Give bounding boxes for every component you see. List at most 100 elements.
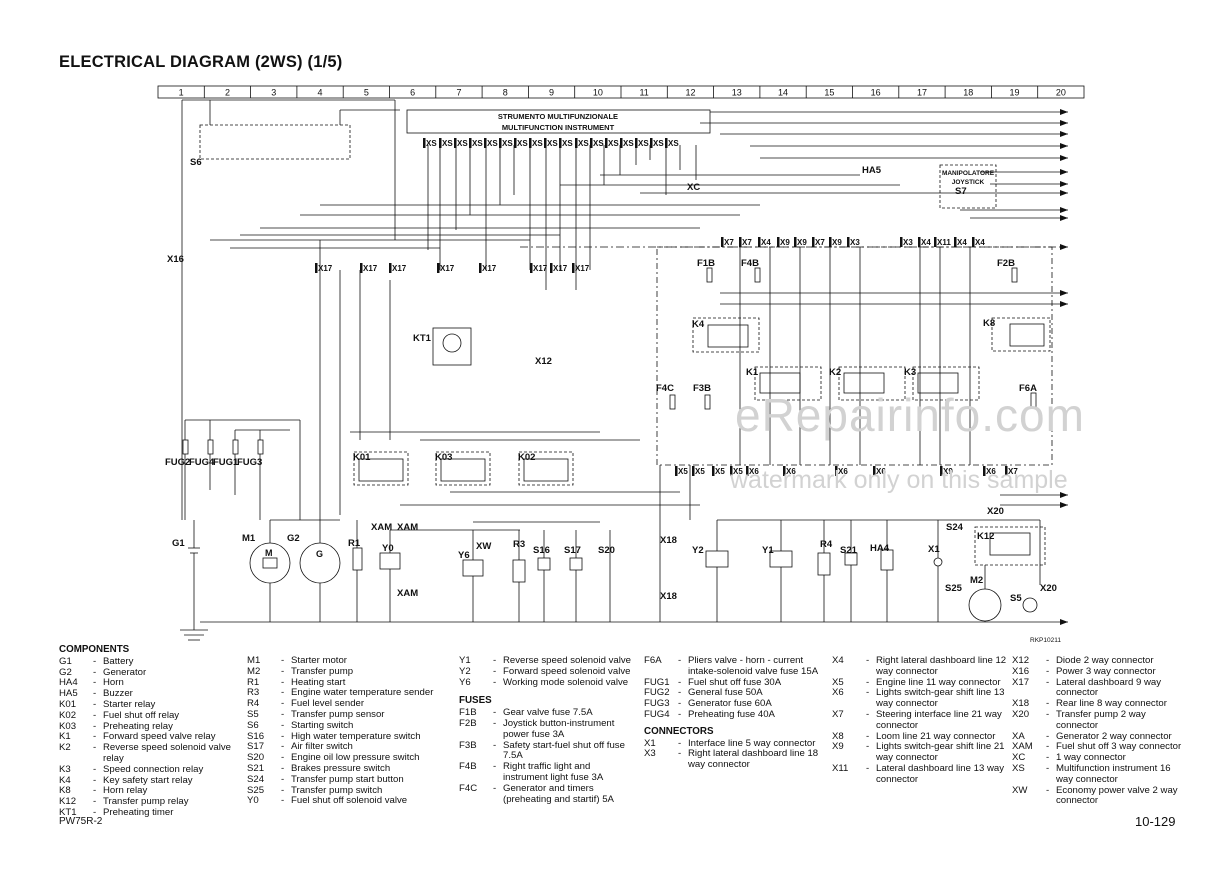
- xs-connector-label-pin: [499, 138, 502, 148]
- legend-dash: -: [493, 665, 497, 677]
- legend-item: S6-Starting switch: [247, 720, 453, 732]
- legend-item: Y1-Reverse speed solenoid valve: [459, 655, 637, 667]
- x5-connector-label-pin: [835, 466, 838, 476]
- column-number: 5: [364, 88, 369, 98]
- x7-connector-label-pin: [972, 237, 975, 247]
- x7-connector-label: X4: [975, 238, 985, 247]
- legend-dash: -: [93, 720, 97, 732]
- legend-item: X8-Loom line 21 way connector: [832, 731, 1008, 743]
- legend-dash: -: [866, 708, 870, 720]
- legend-dash: -: [493, 655, 497, 666]
- legend-list-5: X4-Right lateral dashboard line 12 way c…: [832, 655, 1008, 786]
- watermark-main: eRepairinfo.com: [735, 389, 1085, 441]
- legend-code: K2: [59, 742, 71, 754]
- legend-dash: -: [866, 655, 870, 666]
- x17-connector-label-pin: [389, 263, 392, 273]
- legend-code: FUG2: [644, 687, 670, 699]
- legend-dash: -: [1046, 676, 1050, 688]
- x5-connector-label-pin: [983, 466, 986, 476]
- legend-dash: -: [281, 687, 285, 699]
- legend-desc: Fuel level sender: [291, 698, 365, 710]
- legend-code: K8: [59, 785, 71, 797]
- legend-code: X5: [832, 676, 844, 688]
- legend-desc: Forward speed solenoid valve: [503, 665, 631, 677]
- legend-item: F6A-Pliers valve - horn - current intake…: [644, 655, 829, 678]
- legend-column-4: F6A-Pliers valve - horn - current intake…: [644, 655, 829, 771]
- label-s21: S21: [840, 545, 858, 556]
- legend-desc: Safety start-fuel shut off fuse 7.5A: [503, 739, 625, 762]
- x17-connector-label: X17: [533, 264, 548, 273]
- x17-connector-label-pin: [479, 263, 482, 273]
- xs-connector-label: XS: [562, 139, 573, 148]
- label-motor-m: M: [265, 548, 273, 558]
- legend-code: F3B: [459, 739, 477, 751]
- legend-desc: General fuse 50A: [688, 687, 763, 699]
- column-number: 18: [963, 88, 973, 98]
- legend-item: K1-Forward speed valve relay: [59, 732, 244, 743]
- legend-item: M1-Starter motor: [247, 655, 453, 667]
- legend-code: X16: [1012, 665, 1030, 677]
- legend-code: Y6: [459, 676, 471, 688]
- xs-connector-label: XS: [532, 139, 543, 148]
- x17-connector-label-pin: [437, 263, 440, 273]
- label-gen-g: G: [316, 549, 323, 559]
- legend-code: Y1: [459, 655, 471, 666]
- label-f4c: F4C: [656, 383, 674, 394]
- legend-item: R4-Fuel level sender: [247, 698, 453, 710]
- legend-code: G2: [59, 666, 72, 678]
- legend-code: S20: [247, 752, 265, 764]
- legend-dash: -: [281, 773, 285, 785]
- legend-item: X16-Power 3 way connector: [1012, 665, 1182, 678]
- x7-connector-label: X4: [957, 238, 967, 247]
- legend-desc: Right lateral dashboard line 18 way conn…: [688, 748, 819, 771]
- legend-code: F6A: [644, 655, 662, 666]
- x5-connector-label-pin: [675, 466, 678, 476]
- x7-connector-label: X9: [832, 238, 842, 247]
- xs-connector-label-pin: [575, 138, 578, 148]
- drawing-code: RKP10211: [1030, 637, 1061, 644]
- label-x16: X16: [167, 254, 184, 265]
- instrument-line2: MULTIFUNCTION INSTRUMENT: [502, 123, 615, 132]
- legend-desc: Heating start: [291, 676, 346, 688]
- legend-item: M2-Transfer pump: [247, 666, 453, 678]
- label-s16: S16: [533, 545, 550, 556]
- x17-connector-label: X17: [482, 264, 497, 273]
- legend-item: K03-Preheating relay: [59, 720, 244, 733]
- label-xw: XW: [476, 541, 491, 552]
- label-y1: Y1: [762, 545, 774, 556]
- label-s25: S25: [945, 583, 963, 594]
- xs-connector-label: XS: [668, 139, 679, 148]
- x17-connector-label-pin: [360, 263, 363, 273]
- legend-dash: -: [93, 666, 97, 678]
- label-y2: Y2: [692, 545, 704, 556]
- xs-connector-label-pin: [544, 138, 547, 148]
- manipulatore-line2: JOYSTICK: [952, 179, 985, 186]
- legend-item: KT1-Preheating timer: [59, 806, 244, 819]
- legend-code: HA5: [59, 688, 78, 700]
- joystick-box-text: MANIPOLATORE JOYSTICK: [942, 170, 995, 186]
- label-y6: Y6: [458, 550, 470, 561]
- legend-dash: -: [493, 761, 497, 773]
- legend-dash: -: [93, 655, 97, 667]
- legend-dash: -: [93, 796, 97, 808]
- legend-code: K3: [59, 763, 71, 775]
- legend-item: K02-Fuel shut off relay: [59, 710, 244, 722]
- legend-code: KT1: [59, 806, 77, 818]
- legend-desc: 1 way connector: [1056, 752, 1126, 764]
- legend-code: S24: [247, 773, 265, 785]
- legend-dash: -: [281, 795, 285, 807]
- legend-desc: Transfer pump start button: [291, 773, 404, 785]
- label-x1: X1: [928, 544, 940, 555]
- label-f6a: F6A: [1019, 383, 1037, 394]
- x5-connector-label: X6: [749, 467, 759, 476]
- x7-connector-label-pin: [934, 237, 937, 247]
- legend-dash: -: [281, 676, 285, 688]
- wiring-lines: [180, 99, 1068, 641]
- legend-desc: Preheating fuse 40A: [688, 708, 775, 720]
- instrument-box-text: STRUMENTO MULTIFUNZIONALE MULTIFUNCTION …: [498, 112, 618, 132]
- connectors-title: CONNECTORS: [644, 725, 714, 737]
